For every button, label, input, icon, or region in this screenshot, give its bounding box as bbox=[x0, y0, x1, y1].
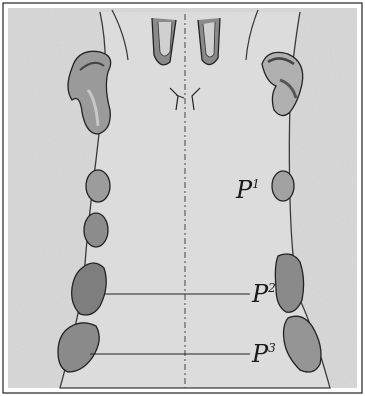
nodule-p1 bbox=[272, 171, 294, 201]
nodule-p2 bbox=[275, 254, 303, 312]
left-nodule-2 bbox=[84, 213, 108, 247]
left-nodule-1 bbox=[86, 170, 110, 202]
